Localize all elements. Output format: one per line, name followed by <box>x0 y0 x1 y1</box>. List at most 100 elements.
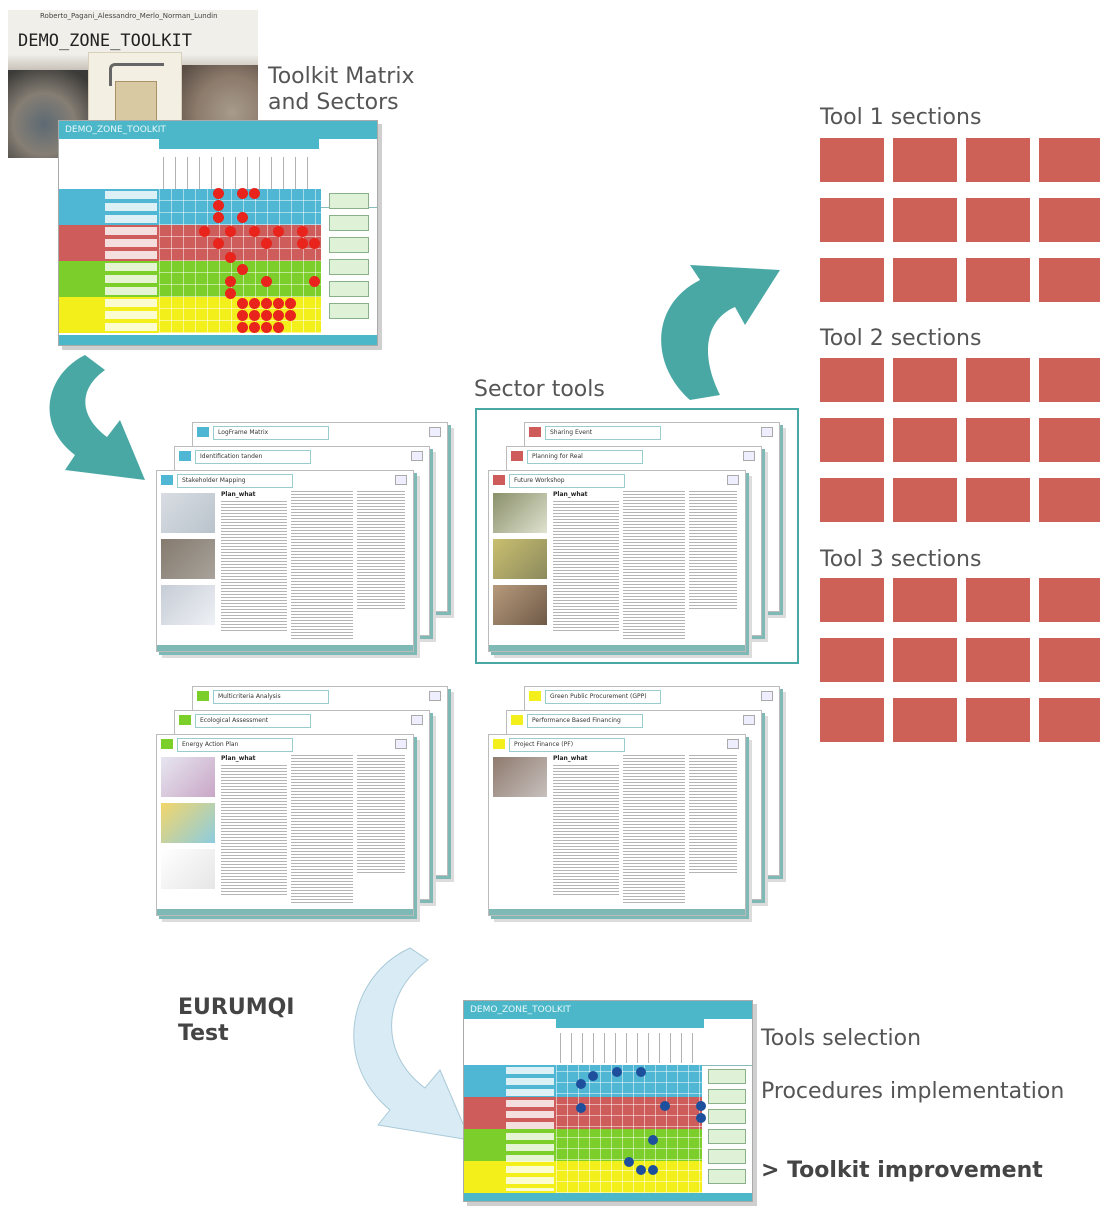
matrix-side-button-4[interactable] <box>329 259 369 275</box>
sheet-color-chip <box>179 715 191 725</box>
matrix-dot <box>261 298 272 309</box>
tool-section-tile[interactable] <box>820 198 884 242</box>
sheet-corner-icon[interactable] <box>761 427 773 437</box>
tool-section-tile[interactable] <box>1039 578 1100 622</box>
tool-section-tile[interactable] <box>966 698 1030 742</box>
matrix-dot <box>648 1135 658 1145</box>
tool-section-tile[interactable] <box>966 478 1030 522</box>
tool-section-tile[interactable] <box>1039 358 1100 402</box>
matrix-dot <box>576 1079 586 1089</box>
matrix-side-button-3[interactable] <box>329 237 369 253</box>
toolkit-matrix-top: DEMO_ZONE_TOOLKIT <box>58 120 378 346</box>
sheet-tab-front[interactable]: Energy Action Plan <box>177 738 293 752</box>
sheet-tab-back-2[interactable]: Identification tanden <box>195 450 311 464</box>
sheet-corner-icon[interactable] <box>727 739 739 749</box>
tool-section-tile[interactable] <box>1039 138 1100 182</box>
tool-section-tile[interactable] <box>1039 638 1100 682</box>
robot-body <box>115 81 157 123</box>
matrix-dot <box>261 276 272 287</box>
tool-section-tile[interactable] <box>820 698 884 742</box>
tool-section-tile[interactable] <box>893 138 957 182</box>
tool-section-tile[interactable] <box>966 418 1030 462</box>
sheet-tab-back-2[interactable]: Performance Based Financing <box>527 714 643 728</box>
tool-section-tile[interactable] <box>820 578 884 622</box>
matrix-bottom-side-button-4[interactable] <box>708 1129 746 1144</box>
tool-section-tile[interactable] <box>893 478 957 522</box>
sheet-tab-back-1[interactable]: Sharing Event <box>545 426 661 440</box>
sheet-tab-back-1[interactable]: Green Public Procurement (GPP) <box>545 690 661 704</box>
sheet-corner-icon[interactable] <box>411 451 423 461</box>
matrix-bottom-col-group-bar <box>556 1019 704 1028</box>
sheet-text-block <box>357 755 405 875</box>
matrix-bottom-col-labels <box>560 1033 700 1063</box>
matrix-bottom-side-button-1[interactable] <box>708 1069 746 1084</box>
matrix-bottom-footer <box>464 1193 752 1201</box>
tool-section-tile[interactable] <box>893 358 957 402</box>
tool-section-tile[interactable] <box>966 578 1030 622</box>
sheet-tab-back-2[interactable]: Ecological Assessment <box>195 714 311 728</box>
sheet-photo <box>161 803 215 843</box>
tool-section-tile[interactable] <box>820 138 884 182</box>
sheet-corner-icon[interactable] <box>429 427 441 437</box>
tool-section-tile[interactable] <box>1039 418 1100 462</box>
tool-section-tile[interactable] <box>820 358 884 402</box>
matrix-side-button-6[interactable] <box>329 303 369 319</box>
sheet-corner-icon[interactable] <box>395 475 407 485</box>
sheet-corner-icon[interactable] <box>727 475 739 485</box>
matrix-dot <box>612 1067 622 1077</box>
matrix-bottom-side-button-2[interactable] <box>708 1089 746 1104</box>
tool-section-tile[interactable] <box>1039 478 1100 522</box>
sheet-tab-front[interactable]: Future Workshop <box>509 474 625 488</box>
tool-section-tile[interactable] <box>893 418 957 462</box>
matrix-bottom-side-button-5[interactable] <box>708 1149 746 1164</box>
tool-section-tile[interactable] <box>820 258 884 302</box>
sheet-color-chip <box>197 427 209 437</box>
matrix-title-line1: Toolkit Matrix <box>268 64 415 89</box>
tool-section-tile[interactable] <box>893 578 957 622</box>
eurumqi-label: EURUMQI <box>178 995 295 1020</box>
tool-section-tile[interactable] <box>966 258 1030 302</box>
tool-section-tile[interactable] <box>820 478 884 522</box>
sheet-corner-icon[interactable] <box>761 691 773 701</box>
sheet-tab-back-2[interactable]: Planning for Real <box>527 450 643 464</box>
sheet-color-chip <box>529 427 541 437</box>
tool-section-tile[interactable] <box>1039 258 1100 302</box>
tool-section-tile[interactable] <box>966 138 1030 182</box>
tool-section-tile[interactable] <box>1039 698 1100 742</box>
sector-tools-label: Sector tools <box>474 377 605 402</box>
sheet-photo <box>161 539 215 579</box>
sheet-tab-back-1[interactable]: LogFrame Matrix <box>213 426 329 440</box>
tool-section-tile[interactable] <box>893 638 957 682</box>
tool-section-tile[interactable] <box>966 198 1030 242</box>
matrix-side-button-2[interactable] <box>329 215 369 231</box>
matrix-side-button-5[interactable] <box>329 281 369 297</box>
tool-section-tile[interactable] <box>893 198 957 242</box>
sheet-tab-back-1[interactable]: Multicriteria Analysis <box>213 690 329 704</box>
matrix-bottom-header: DEMO_ZONE_TOOLKIT <box>464 1001 752 1019</box>
matrix-dot <box>273 226 284 237</box>
tool-section-tile[interactable] <box>893 258 957 302</box>
sheet-corner-icon[interactable] <box>395 739 407 749</box>
sheet-corner-icon[interactable] <box>411 715 423 725</box>
matrix-dot <box>213 238 224 249</box>
tool-section-tile[interactable] <box>1039 198 1100 242</box>
tool-section-tile[interactable] <box>966 638 1030 682</box>
arrow-matrix-to-sheets-shape <box>49 355 145 480</box>
sheet-tab-front[interactable]: Project Finance (PF) <box>509 738 625 752</box>
sheet-footer-bar <box>489 645 745 651</box>
sheet-corner-icon[interactable] <box>743 451 755 461</box>
matrix-bottom-column-header <box>556 1019 752 1066</box>
tool-section-tile[interactable] <box>820 418 884 462</box>
tool-section-tile[interactable] <box>820 638 884 682</box>
sheet-corner-icon[interactable] <box>429 691 441 701</box>
sheet-corner-icon[interactable] <box>743 715 755 725</box>
sheet-tab-front[interactable]: Stakeholder Mapping <box>177 474 293 488</box>
tool-section-tile[interactable] <box>893 698 957 742</box>
matrix-side-button-1[interactable] <box>329 193 369 209</box>
tool-section-tile[interactable] <box>966 358 1030 402</box>
matrix-bottom-side-button-6[interactable] <box>708 1169 746 1184</box>
sheet-photo <box>493 539 547 579</box>
authors-text: Roberto_Pagani_Alessandro_Merlo_Norman_L… <box>40 12 218 20</box>
matrix-bottom-side-button-3[interactable] <box>708 1109 746 1124</box>
